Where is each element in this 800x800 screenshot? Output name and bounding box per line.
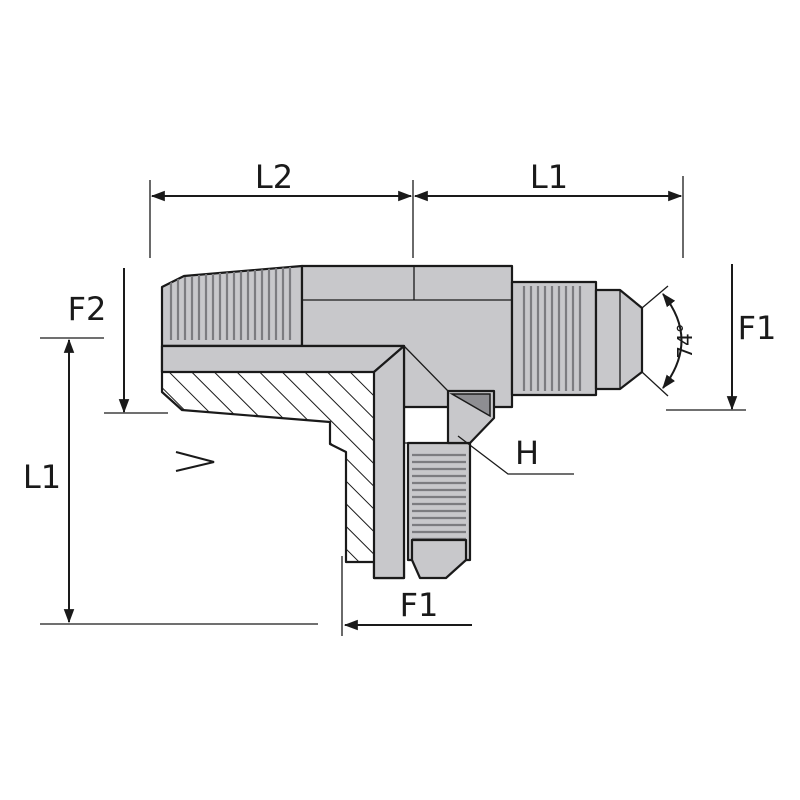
l1-left-label: L1 bbox=[23, 458, 61, 496]
internal-bore bbox=[160, 344, 406, 374]
undercut-shadow bbox=[449, 393, 491, 418]
left-thread-lines bbox=[169, 267, 292, 340]
l2-top-label: L2 bbox=[255, 158, 293, 196]
internal-bore-vertical bbox=[372, 344, 406, 580]
h-leader-line bbox=[457, 435, 574, 475]
angle-ext-upper bbox=[641, 285, 669, 309]
angle-arc bbox=[662, 293, 683, 389]
f1-bottom-label: F1 bbox=[400, 586, 439, 624]
bottom-flare-cone bbox=[410, 538, 468, 580]
left-thread-port bbox=[160, 264, 304, 348]
right-thread-port bbox=[510, 280, 598, 397]
f1-right-label: F1 bbox=[738, 309, 777, 347]
h-label: H bbox=[515, 434, 539, 472]
labels: L2 L1 F2 L1 F1 F1 H 74° bbox=[23, 158, 776, 624]
right-flare-cone bbox=[594, 288, 644, 391]
section-cut-hatched bbox=[160, 344, 406, 580]
f2-label: F2 bbox=[68, 290, 107, 328]
right-thread-lines bbox=[522, 286, 582, 391]
section-mark-symbol bbox=[175, 451, 215, 472]
internal-bend-line bbox=[403, 345, 449, 392]
angle-ext-lower bbox=[641, 371, 669, 397]
l1-top-label: L1 bbox=[530, 158, 568, 196]
angle-label: 74° bbox=[673, 323, 697, 358]
tee-fitting-body bbox=[160, 264, 644, 580]
dimensions bbox=[40, 176, 746, 636]
